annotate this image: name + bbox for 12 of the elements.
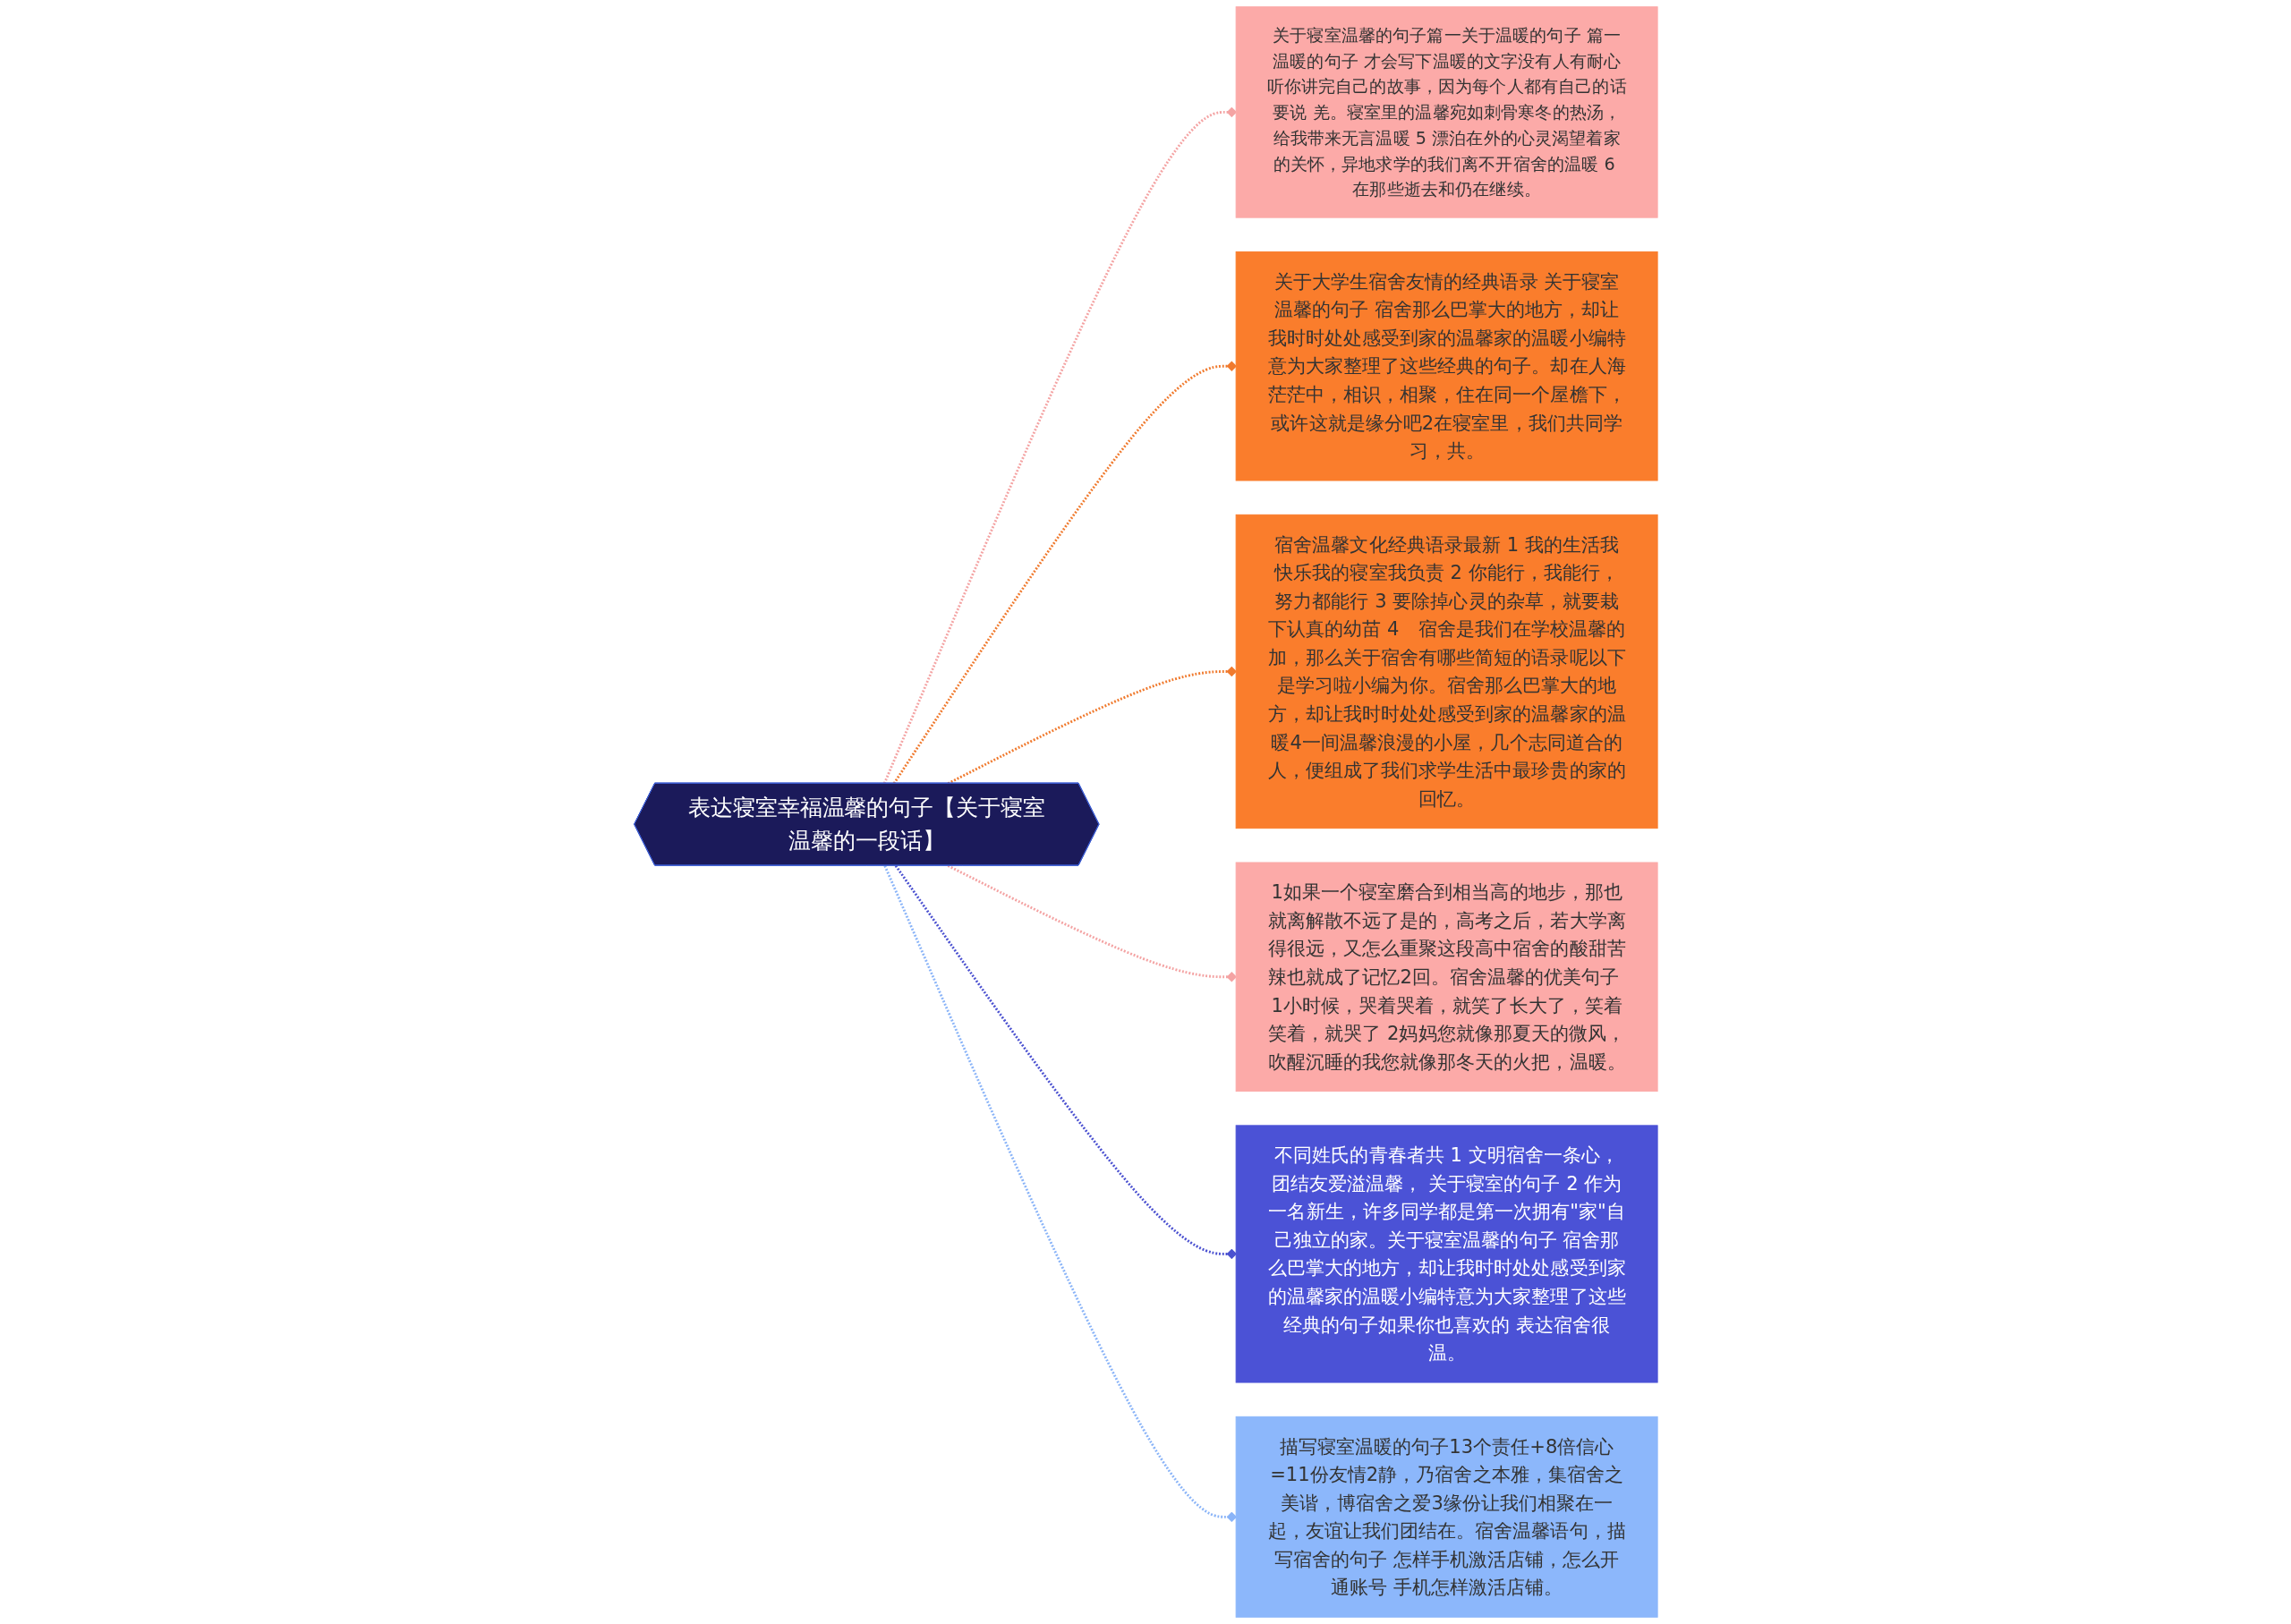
connector: [883, 865, 1237, 1523]
connector: [947, 666, 1237, 785]
connector: [894, 864, 1237, 1260]
node-box: 描写寝室温暖的句子13个责任+8倍信心=11份友情2静，乃宿舍之本雅，集宿舍之美谐，博宿舍之爱3缘份让我们相聚在一起，友谊让我们团结在。宿舍温馨语句，描写宿舍的句子 怎样手机激活店铺，怎么开通账号 手机怎样激活店铺。: [1235, 1416, 1658, 1618]
node-box: 关于寝室温馨的句子篇一关于温暖的句子 篇一温暖的句子 才会写下温暖的文字没有人有耐心听你讲完自己的故事，因为每个人都有自己的话要说 羌。寝室里的温馨宛如刺骨寒冬的热汤，给我带来无言温暖 5 漂泊在外的心灵渴望着家的关怀，异地求学的我们离不开宿舍的温暖 6 在那些逝去和仍在继续。: [1235, 6, 1658, 218]
node-box: 关于大学生宿舍友情的经典语录 关于寝室温馨的句子 宿舍那么巴掌大的地方，却让我时时处处感受到家的温馨家的温暖小编特意为大家整理了这些经典的句子。却在人海茫茫中，相识，相聚，住在同一个屋檐下，或许这就是缘分吧2在寝室里，我们共同学习，共。: [1235, 251, 1658, 481]
node-box: 不同姓氏的青春者共 1 文明宿舍一条心，团结友爱溢温馨， 关于寝室的句子 2 作为一名新生，许多同学都是第一次拥有"家"自己独立的家。关于寝室温馨的句子 宿舍那么巴掌大的地方，却让我时时处处感受到家的温馨家的温暖小编特意为大家整理了这些经典的句子如果你也喜欢的 表达宿舍很温。: [1235, 1125, 1658, 1383]
connector: [892, 361, 1237, 785]
connector: [882, 106, 1237, 785]
node-box: 1如果一个寝室磨合到相当高的地步，那也就离解散不远了是的，高考之后，若大学离得很远，又怎么重聚这段高中宿舍的酸甜苦辣也就成了记忆2回。宿舍温馨的优美句子 1小时候，哭着哭着，就笑了长大了，笑着笑着，就哭了 2妈妈您就像那夏天的微风，吹醒沉睡的我您就像那冬天的火把，温暖。: [1235, 862, 1658, 1093]
connector: [947, 864, 1237, 982]
node-box: 宿舍温馨文化经典语录最新 1 我的生活我快乐我的寝室我负责 2 你能行，我能行，努力都能行 3 要除掉心灵的杂草，就要栽下认真的幼苗 4 宿舍是我们在学校温馨的加，那么关于宿舍有哪些简短的语录呢以下是学习啦小编为你。宿舍那么巴掌大的地方，却让我时时处处感受到家的温馨家的温暖4一间温馨浪漫的小屋，几个志同道合的人，便组成了我们求学生活中最珍贵的家的回忆。: [1235, 514, 1658, 829]
